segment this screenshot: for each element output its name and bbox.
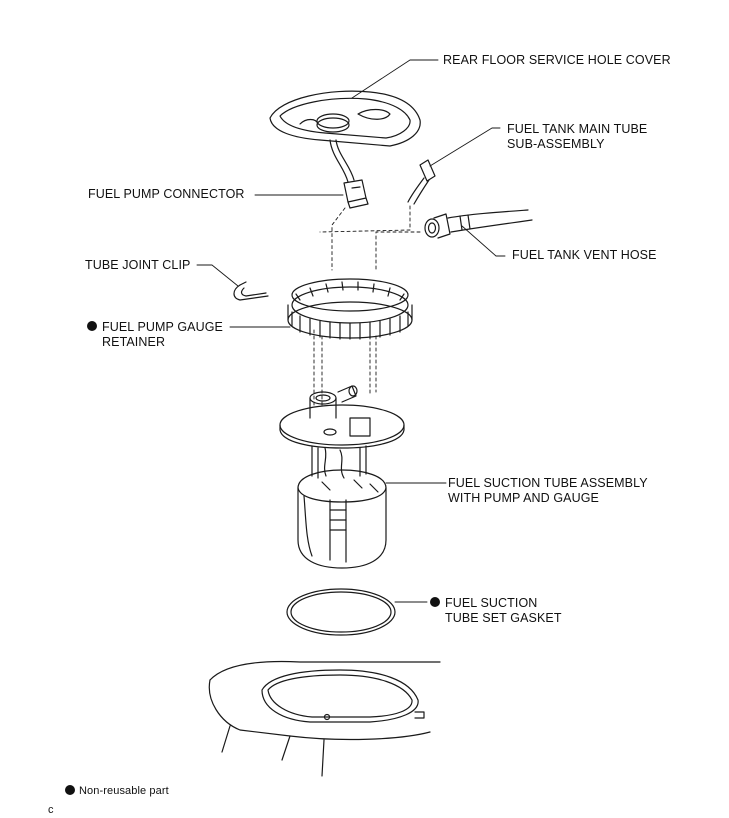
label-fuel-tank-vent-hose: FUEL TANK VENT HOSE xyxy=(512,248,657,262)
fuel-pump-connector-drawing xyxy=(343,179,369,209)
service-hole-cover-drawing xyxy=(269,90,421,183)
vent-hose-drawing xyxy=(424,209,533,239)
corner-code: c xyxy=(48,804,54,816)
gauge-retainer-drawing xyxy=(287,278,413,340)
leader-lines xyxy=(196,59,506,603)
label-tube-joint-clip: TUBE JOINT CLIP xyxy=(85,258,191,272)
fuel-tank-drawing xyxy=(208,660,441,777)
tube-joint-clip-drawing xyxy=(233,281,269,301)
non-reusable-marker-retainer xyxy=(87,321,97,331)
legend-non-reusable: Non-reusable part xyxy=(65,769,169,799)
main-tube-drawing xyxy=(407,159,436,205)
label-fuel-pump-connector: FUEL PUMP CONNECTOR xyxy=(88,187,245,201)
fuel-suction-tube-assembly-drawing xyxy=(279,385,405,569)
label-fuel-suction-tube-assembly: FUEL SUCTION TUBE ASSEMBLY WITH PUMP AND… xyxy=(448,476,648,505)
label-fuel-suction-tube-set-gasket: FUEL SUCTION TUBE SET GASKET xyxy=(445,596,562,625)
label-fuel-pump-gauge-retainer: FUEL PUMP GAUGE RETAINER xyxy=(102,320,223,349)
alignment-dashes xyxy=(313,205,421,406)
legend-text: Non-reusable part xyxy=(79,785,169,797)
gasket-drawing xyxy=(286,588,396,636)
legend-dot-icon xyxy=(65,785,75,795)
non-reusable-marker-gasket xyxy=(430,597,440,607)
label-fuel-tank-main-tube: FUEL TANK MAIN TUBE SUB-ASSEMBLY xyxy=(507,122,648,151)
label-rear-floor-service-hole-cover: REAR FLOOR SERVICE HOLE COVER xyxy=(443,53,671,67)
